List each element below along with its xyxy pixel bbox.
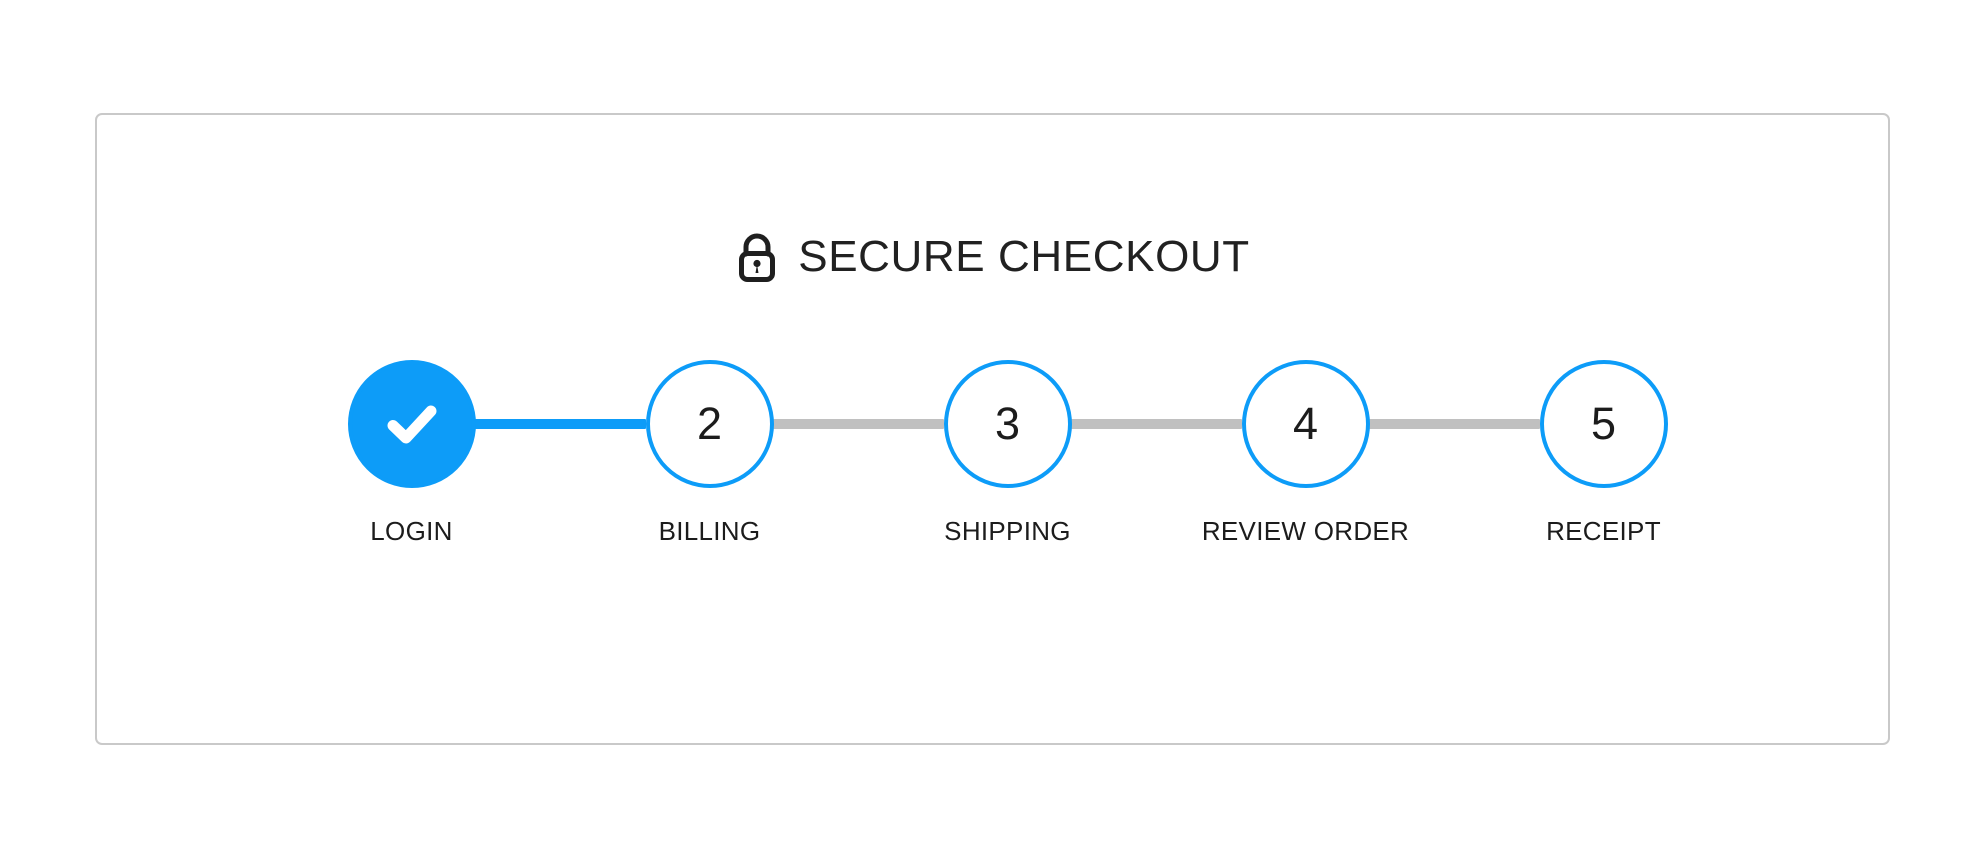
step-marker-billing[interactable]: 2	[645, 360, 774, 488]
check-icon	[387, 405, 436, 444]
secure-checkout-card: SECURE CHECKOUT LOGIN	[95, 113, 1890, 745]
step-item-billing[interactable]: 2 BILLING	[595, 360, 825, 544]
connector-login-billing	[411, 419, 646, 429]
step-label-receipt: RECEIPT	[1546, 516, 1661, 546]
step-number-review-order: 4	[1292, 397, 1319, 449]
connector-review-receipt	[1305, 419, 1540, 429]
step-label-review-order: REVIEW ORDER	[1201, 516, 1410, 546]
step-marker-receipt[interactable]: 5	[1539, 360, 1668, 488]
page-title: SECURE CHECKOUT	[798, 232, 1250, 281]
step-label-shipping: SHIPPING	[944, 516, 1071, 546]
step-item-review-order[interactable]: 4 REVIEW ORDER	[1191, 360, 1421, 544]
step-item-receipt[interactable]: 5 RECEIPT	[1489, 360, 1719, 544]
lock-icon	[735, 232, 779, 282]
card-header: SECURE CHECKOUT	[97, 232, 1888, 282]
step-item-shipping[interactable]: 3 SHIPPING	[893, 360, 1123, 544]
checkout-stepper: LOGIN 2 BILLING 3 SHIPPING	[97, 360, 1888, 620]
step-marker-login[interactable]	[347, 360, 476, 488]
step-marker-shipping[interactable]: 3	[943, 360, 1072, 488]
step-item-login[interactable]: LOGIN	[297, 360, 527, 544]
connector-billing-shipping	[709, 419, 944, 429]
step-number-shipping: 3	[994, 397, 1021, 449]
step-number-billing: 2	[696, 397, 723, 449]
step-label-billing: BILLING	[658, 516, 761, 546]
step-label-login: LOGIN	[370, 516, 453, 546]
connector-shipping-review	[1007, 419, 1242, 429]
step-marker-review-order[interactable]: 4	[1241, 360, 1370, 488]
step-number-receipt: 5	[1590, 397, 1617, 449]
